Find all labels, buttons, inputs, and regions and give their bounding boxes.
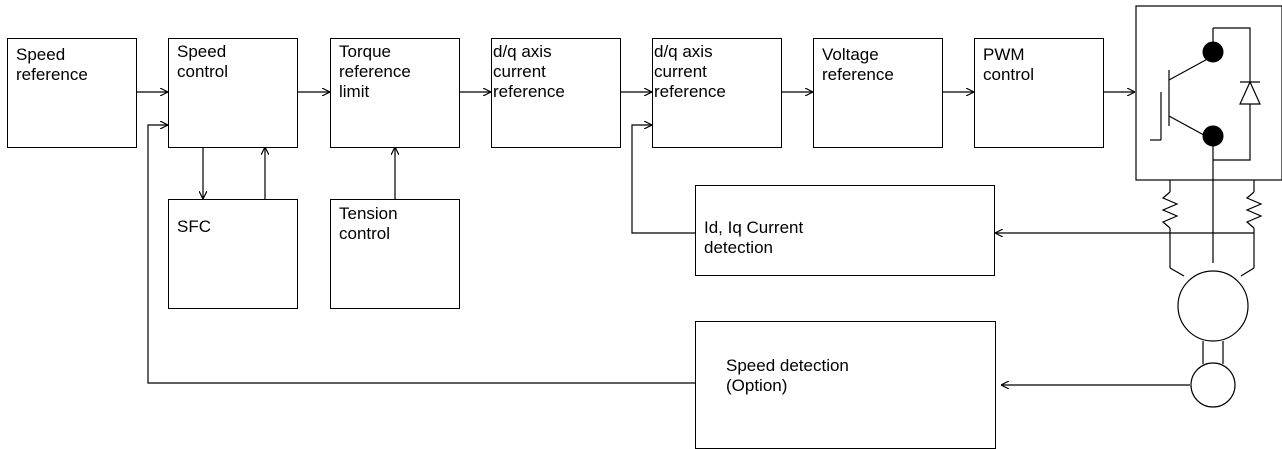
node-dot-top bbox=[1202, 41, 1224, 63]
pwm-control-block: PWM control bbox=[974, 38, 1104, 148]
speed-detection-block: Speed detection (Option) bbox=[695, 321, 996, 449]
sfc-block: SFC bbox=[168, 199, 298, 309]
diode-icon bbox=[1213, 27, 1261, 161]
current-detection-label: Id, Iq Current detection bbox=[704, 218, 804, 257]
current-feedback-line bbox=[631, 125, 695, 234]
dq-current-reference-block-1: d/q axis current reference bbox=[491, 38, 621, 148]
torque-reference-limit-label: Torque reference limit bbox=[339, 42, 411, 101]
motor-icon bbox=[1177, 270, 1249, 342]
current-detection-block: Id, Iq Current detection bbox=[695, 185, 995, 276]
inverter-box bbox=[1135, 5, 1282, 181]
node-dot-bottom bbox=[1202, 125, 1224, 147]
voltage-reference-label: Voltage reference bbox=[822, 45, 894, 84]
dq-current-reference-label-1: d/q axis current reference bbox=[493, 42, 565, 101]
voltage-reference-block: Voltage reference bbox=[813, 38, 943, 148]
speed-control-label: Speed control bbox=[177, 42, 229, 81]
output-phases bbox=[1161, 180, 1263, 277]
speed-control-block: Speed control bbox=[168, 38, 298, 148]
speed-feedback-line bbox=[147, 125, 695, 384]
tension-control-block: Tension control bbox=[330, 199, 460, 309]
sfc-label: SFC bbox=[177, 217, 211, 236]
speed-reference-block: Speed reference bbox=[7, 38, 137, 148]
dq-current-reference-block-2: d/q axis current reference bbox=[652, 38, 782, 148]
speed-reference-label: Speed reference bbox=[16, 45, 88, 84]
torque-reference-limit-block: Torque reference limit bbox=[330, 38, 460, 148]
tension-control-label: Tension control bbox=[339, 204, 398, 243]
pwm-control-label: PWM control bbox=[983, 45, 1035, 84]
speed-detection-label: Speed detection (Option) bbox=[726, 356, 849, 395]
encoder-icon bbox=[1190, 362, 1236, 408]
dq-current-reference-label-2: d/q axis current reference bbox=[654, 42, 726, 101]
